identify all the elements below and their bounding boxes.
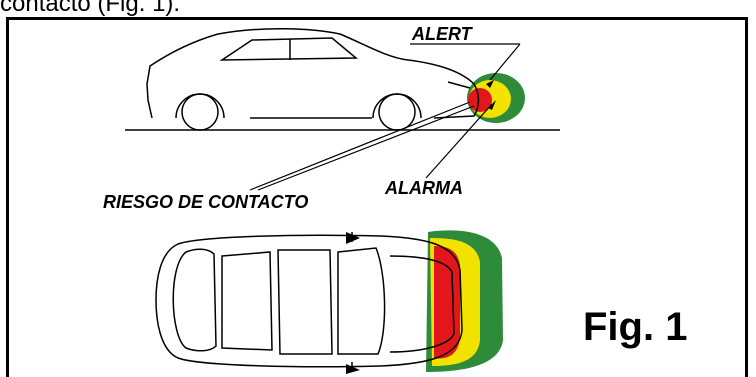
rear-wheel — [378, 93, 416, 131]
front-wheel — [181, 93, 219, 131]
car-top-body — [155, 234, 463, 368]
label-risk: RIESGO DE CONTACTO — [103, 192, 308, 212]
label-alert: ALERT — [411, 24, 474, 44]
alarm-arrowhead — [488, 100, 496, 110]
frame-top-border — [6, 17, 748, 20]
car-top-windshield — [221, 251, 273, 351]
car-top-front — [172, 248, 217, 352]
car-side-view — [146, 28, 480, 131]
alert-arrowhead — [486, 80, 494, 88]
alarm-pointer-line — [425, 103, 493, 179]
side-pointer-lines — [249, 43, 521, 191]
car-top-trunk — [389, 255, 455, 353]
mirror-right-arrow — [346, 364, 360, 374]
frame-left-border — [6, 17, 9, 377]
tail-light-line — [447, 81, 471, 89]
risk-pointer-line — [249, 101, 471, 191]
side-detection-zones — [467, 73, 525, 123]
alert-pointer-line — [489, 43, 521, 81]
frame-right-border — [745, 17, 748, 377]
top-caption: contacto (Fig. 1). — [0, 0, 181, 17]
car-top-roof — [277, 249, 333, 355]
car-body-outline — [146, 28, 480, 119]
car-top-rear-window — [337, 247, 386, 355]
car-top-view — [155, 232, 463, 372]
side-window — [219, 37, 359, 61]
risk-pointer-line-2 — [257, 105, 475, 191]
mirror-left-arrow — [346, 232, 360, 244]
figure-label: Fig. 1 — [583, 305, 687, 349]
top-detection-zones — [426, 230, 503, 372]
label-alarm: ALARMA — [384, 178, 463, 198]
